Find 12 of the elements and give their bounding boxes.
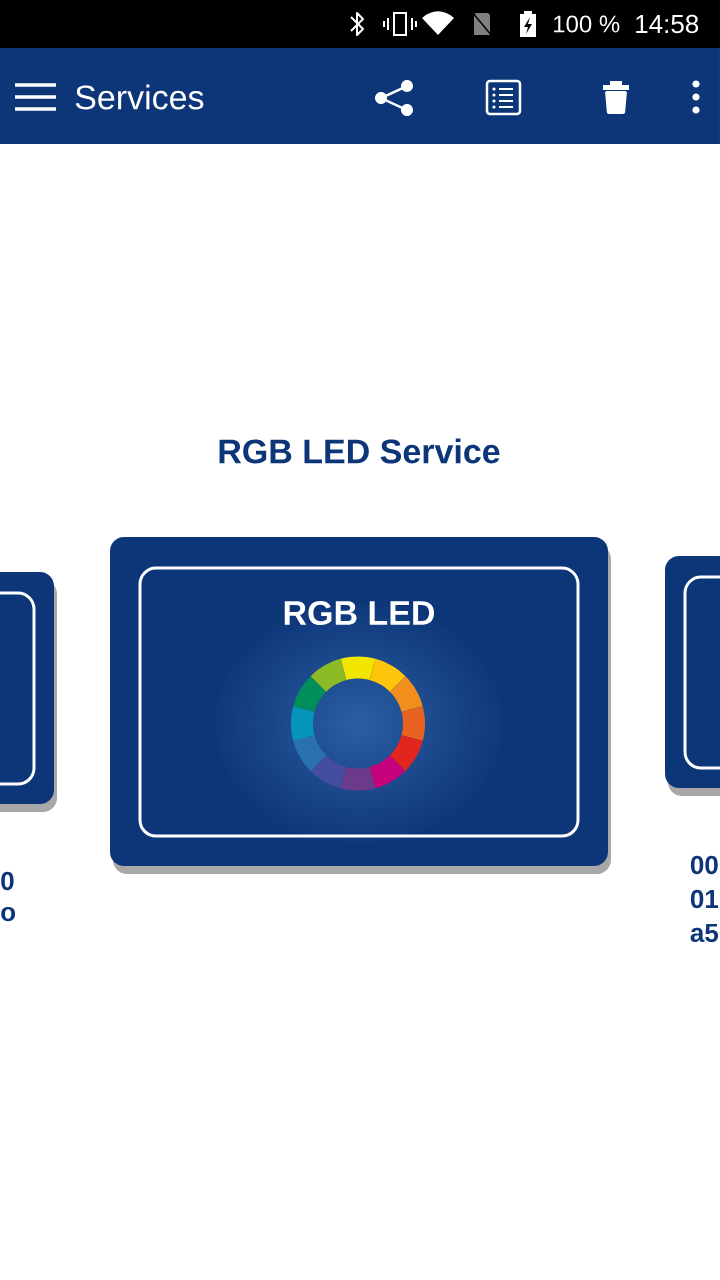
card-caption: a5 (690, 923, 719, 943)
service-title: RGB LED Service (219, 438, 500, 464)
app-bar-title: Services (75, 84, 204, 110)
clock-text: 14:58 (636, 14, 699, 34)
card-caption: 00 (690, 855, 718, 875)
status-text: 100 % (554, 15, 620, 33)
service-card (0, 572, 57, 812)
card-caption: 01 (690, 889, 719, 909)
card-caption: o (1, 906, 16, 922)
service-card: RGB LED (110, 537, 611, 874)
service-card (665, 556, 720, 796)
card-caption: 0 (1, 871, 14, 891)
